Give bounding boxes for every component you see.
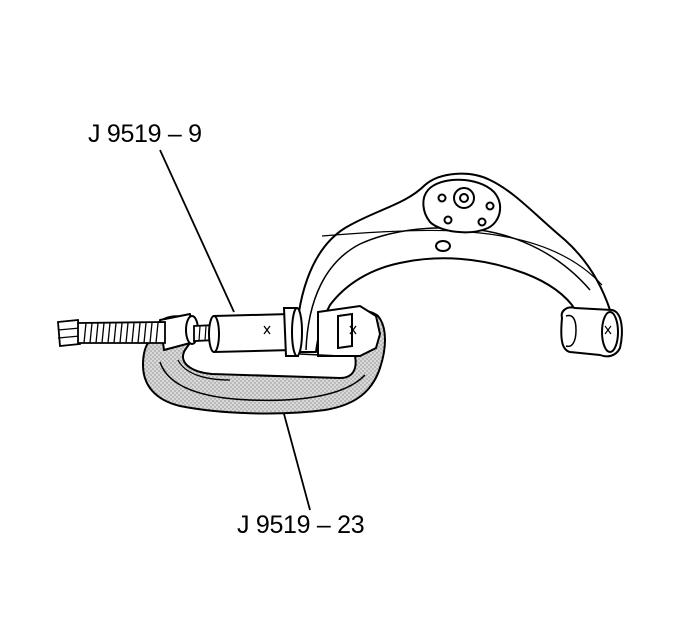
tool-label-bottom: J 9519 – 23 <box>237 511 365 539</box>
leader-line-top <box>159 149 235 313</box>
c-clamp-icon <box>142 310 386 415</box>
tool-label-top: J 9519 – 9 <box>88 120 202 148</box>
threaded-rod-icon <box>57 319 217 347</box>
upper-control-arm-icon <box>295 172 623 358</box>
leader-line-bottom <box>283 413 311 511</box>
leader-lines <box>159 149 311 511</box>
adapter-icon <box>299 304 382 357</box>
receiver-cup-icon <box>208 307 303 357</box>
